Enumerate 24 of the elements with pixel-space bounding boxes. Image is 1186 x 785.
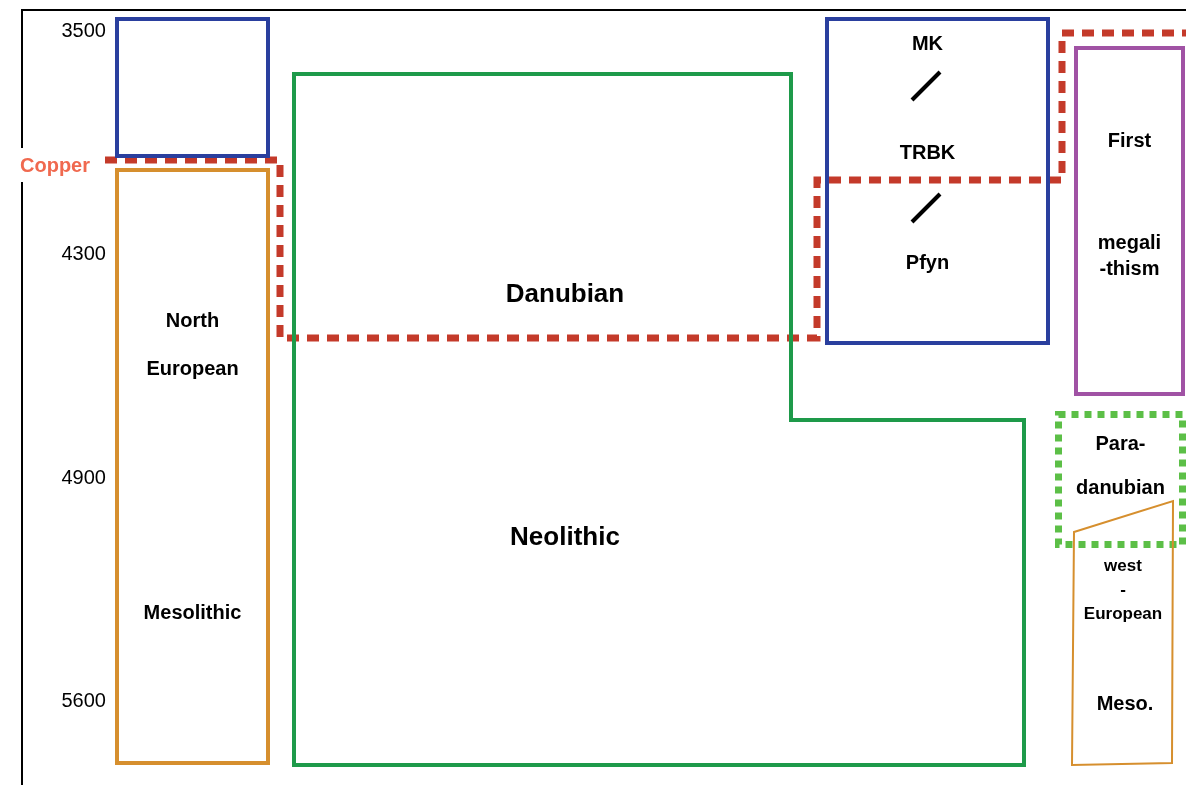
culture-label: Pfyn (904, 250, 951, 275)
culture-label: North European (145, 308, 240, 381)
culture-label: TRBK (898, 140, 957, 165)
culture-label: MK (910, 31, 945, 56)
culture-outline (1070, 499, 1176, 767)
axis-tick-label: 4300 (60, 241, 106, 265)
culture-label: Danubian (504, 277, 626, 310)
culture-label: west - European (1082, 555, 1164, 625)
period-label: Copper (19, 153, 90, 177)
culture-box (115, 168, 270, 765)
axis-tick-label: 5600 (60, 688, 106, 712)
period-box (115, 17, 270, 158)
axis-tick-label: 4900 (60, 465, 106, 489)
culture-label: Meso. (1095, 691, 1155, 716)
culture-label: First (1106, 128, 1153, 153)
culture-label: Mesolithic (142, 600, 243, 625)
culture-label: Neolithic (509, 520, 621, 553)
axis-tick-label: 3500 (60, 18, 106, 42)
culture-box (825, 17, 1050, 345)
culture-outline (292, 72, 1026, 767)
culture-label: megali -thism (1096, 230, 1163, 281)
culture-outline (1055, 411, 1186, 548)
culture-box (1074, 46, 1185, 396)
culture-label: Para- danubian (1075, 431, 1166, 500)
